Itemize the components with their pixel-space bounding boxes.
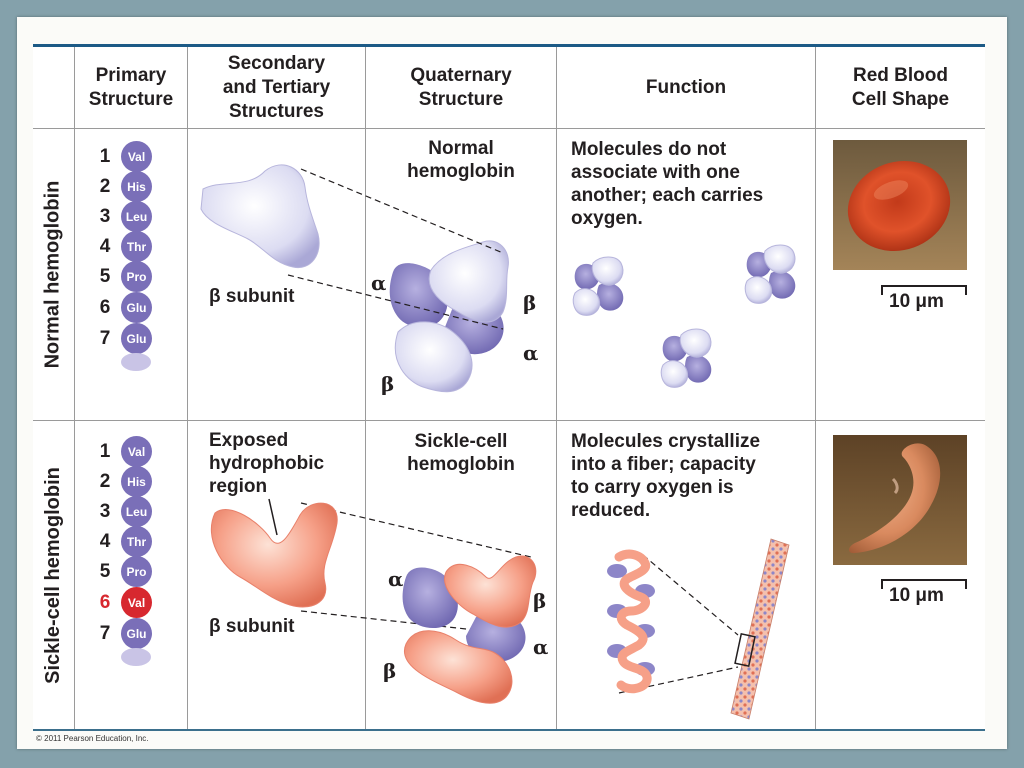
chain-continuation [121,353,151,371]
residue-number: 3 [99,500,111,522]
amino-acid: 2 His [93,466,152,497]
residue-number: 4 [99,235,111,257]
copyright-notice: © 2011 Pearson Education, Inc. [36,734,149,743]
grid-line [187,47,188,729]
residue-bead: Thr [121,231,152,262]
residue-bead: Leu [121,201,152,232]
free-hemoglobin-molecule [744,244,796,304]
amino-acid: 5 Pro [93,556,152,587]
alpha-label: α [523,341,539,365]
amino-acid: 4 Thr [93,526,152,557]
grid-line [74,47,75,729]
residue-number: 5 [99,265,111,287]
residue-bead: Pro [121,556,152,587]
normal-red-blood-cell-image [833,140,967,270]
exposed-hydrophobic-label: Exposed hydrophobic region [209,430,325,497]
header-function: Function [557,47,815,129]
amino-acid: 2 His [93,171,152,202]
residue-bead: Thr [121,526,152,557]
grid-line [33,420,985,421]
grid-line [815,47,816,729]
sickle-scale-bar [881,579,967,589]
beta-label: β [381,372,395,396]
sickle-fiber-chain [607,549,655,694]
residue-number: 7 [99,622,111,644]
sickle-function-text: Molecules crystallize into a fiber; capa… [571,431,761,521]
normal-beta-subunit-label: β subunit [209,286,295,307]
beta-label: β [533,589,547,613]
residue-number: 5 [99,560,111,582]
residue-number: 6 [99,296,111,318]
sickle-fiber-strand [730,538,790,720]
grid-line [556,47,557,729]
sickle-red-blood-cell-image [833,435,967,565]
free-hemoglobin-molecule [572,256,624,316]
residue-number: 1 [99,440,111,462]
amino-acid: 4 Thr [93,231,152,262]
normal-function-text: Molecules do not associate with one anot… [571,139,764,229]
mutated-residue-bead: Val [121,587,152,618]
grid-line [365,47,366,729]
residue-bead: Glu [121,292,152,323]
amino-acid: 1 Val [93,436,152,467]
sickle-beta-subunit-shape [210,502,338,608]
residue-number: 4 [99,530,111,552]
normal-hemoglobin-tetramer [389,240,509,393]
residue-number: 7 [99,327,111,349]
amino-acid: 6 Glu [93,292,152,323]
alpha-label: α [371,271,387,295]
residue-number: 2 [99,470,111,492]
normal-beta-subunit-shape [200,164,320,269]
amino-acid: 5 Pro [93,261,152,292]
residue-bead: Leu [121,496,152,527]
alpha-label: α [388,567,404,591]
residue-number: 2 [99,175,111,197]
residue-bead: Glu [121,323,152,354]
normal-scale-bar [881,285,967,295]
alpha-label: α [533,635,549,659]
residue-bead: His [121,466,152,497]
amino-acid: 3 Leu [93,496,152,527]
mutated-amino-acid: 6 Val [93,587,152,618]
amino-acid: 7 Glu [93,618,152,649]
normal-scale-label: 10 μm [889,291,944,312]
amino-acid: 3 Leu [93,201,152,232]
amino-acid: 7 Glu [93,323,152,354]
residue-number: 3 [99,205,111,227]
residue-bead: Pro [121,261,152,292]
beta-label: β [523,291,537,315]
residue-number: 6 [99,591,111,613]
sickle-hemoglobin-tetramer [402,555,537,704]
chain-continuation [121,648,151,666]
sickle-scale-label: 10 μm [889,585,944,606]
amino-acid: 1 Val [93,141,152,172]
residue-bead: His [121,171,152,202]
residue-number: 1 [99,145,111,167]
residue-bead: Val [121,436,152,467]
grid-line [33,128,985,129]
normal-connector-lines [268,168,739,694]
free-hemoglobin-molecule [660,328,712,388]
residue-bead: Val [121,141,152,172]
residue-bead: Glu [121,618,152,649]
sickle-beta-subunit-label: β subunit [209,616,295,637]
beta-label: β [383,659,397,683]
